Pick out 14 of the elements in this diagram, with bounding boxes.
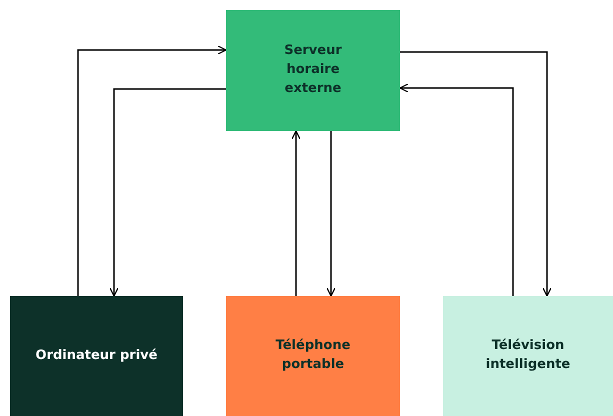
- tv-box: [443, 296, 613, 416]
- node-label: Ordinateur privé: [36, 346, 158, 365]
- arrow: [291, 130, 301, 296]
- phone-box: [226, 296, 400, 416]
- arrow: [77, 45, 227, 296]
- computer-box: [10, 296, 183, 416]
- arrow: [109, 88, 226, 297]
- arrow: [399, 83, 514, 296]
- arrow: [326, 131, 336, 297]
- server-box: [226, 10, 400, 131]
- node-label: Télévision intelligente: [484, 337, 572, 374]
- node-label: Serveur horaire externe: [283, 42, 343, 98]
- arrow: [400, 51, 552, 297]
- node-label: Téléphone portable: [274, 337, 352, 374]
